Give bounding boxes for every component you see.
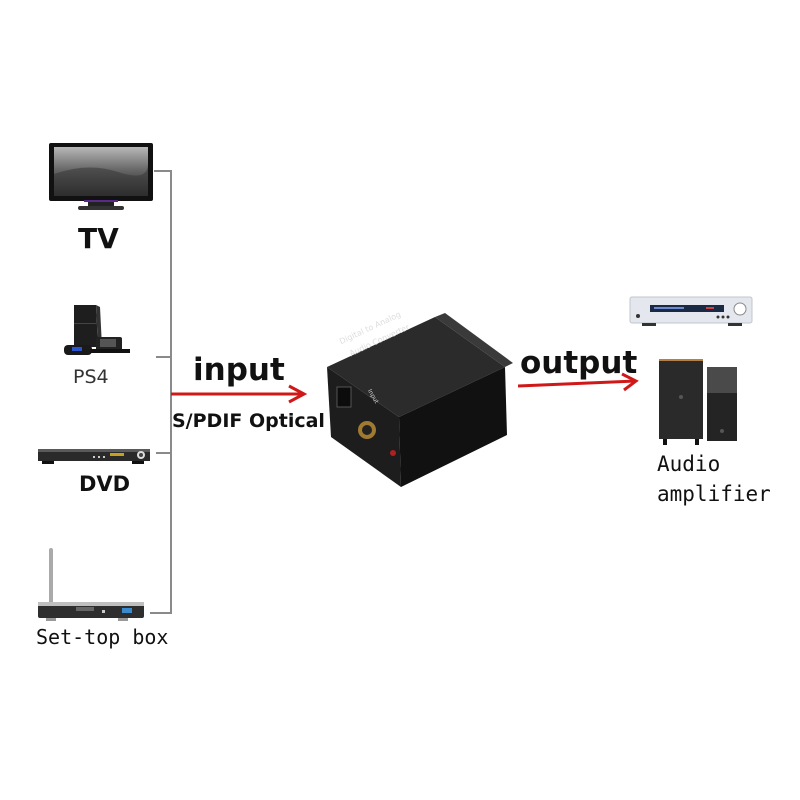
dvd-label: DVD: [79, 472, 131, 496]
bracket-tick-ps4: [156, 356, 171, 358]
output-arrow-icon: [518, 372, 640, 394]
input-label: input: [193, 352, 285, 388]
speakers-icon: [657, 357, 739, 447]
av-receiver-icon: [628, 295, 754, 331]
set-top-box-label: Set-top box: [36, 625, 169, 649]
spdif-optical-label: S/PDIF Optical: [172, 410, 325, 432]
dvd-player-icon: [38, 447, 150, 467]
ps4-label: PS4: [73, 366, 109, 388]
game-console-icon: [60, 303, 142, 359]
converter-box-icon: [315, 305, 520, 490]
tv-icon: [48, 142, 156, 214]
input-arrow-icon: [171, 384, 307, 404]
audio-amplifier-label-line1: Audio: [657, 452, 721, 476]
bracket-tick-settop: [150, 612, 171, 614]
bracket-tick-dvd: [156, 452, 171, 454]
bracket-tick-tv: [154, 170, 171, 172]
bracket-vertical: [170, 170, 172, 614]
tv-label: TV: [78, 222, 119, 255]
audio-amplifier-label-line2: amplifier: [657, 482, 771, 506]
output-label: output: [520, 345, 638, 381]
set-top-box-icon: [36, 546, 146, 622]
